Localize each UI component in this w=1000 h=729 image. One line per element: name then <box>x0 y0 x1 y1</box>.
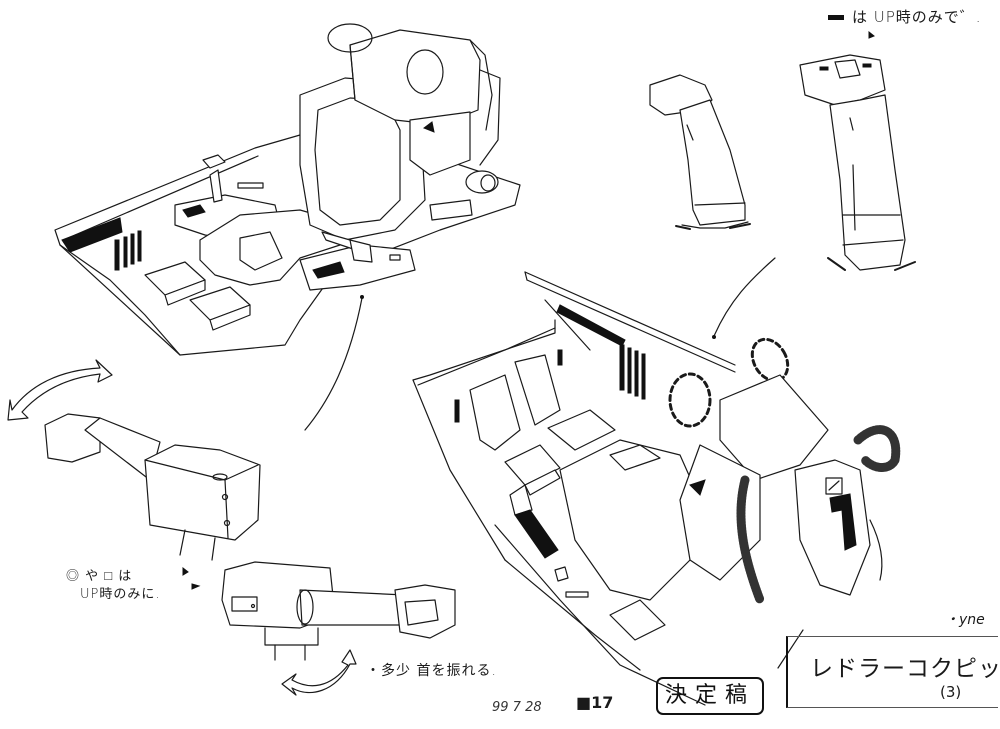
leader-dot-left <box>361 296 364 299</box>
cockpit-interior-center <box>413 272 896 705</box>
leader-dot-right <box>713 336 716 339</box>
sheet-title: レドラーコクピット <box>810 656 1000 682</box>
note-left-line1: ◎ や □ は <box>66 569 133 584</box>
note-up-only-top-text: は UP時のみで゛. <box>852 8 982 26</box>
pointer-triangle-left-1 <box>183 568 188 575</box>
note-left-line2: UP時のみに. <box>80 587 161 602</box>
pointer-triangle-top <box>869 32 874 38</box>
black-bar-icon <box>828 15 844 20</box>
final-draft-stamp: 決定稿 <box>656 677 764 715</box>
leader-arc-left <box>305 298 362 430</box>
cockpit-seat-upper-left <box>55 24 520 355</box>
note-up-only-top: は UP時のみで゛. <box>828 6 982 27</box>
pointer-triangle-left-2 <box>192 584 199 589</box>
page-number: ■17 <box>576 693 614 712</box>
sheet-subtitle: (3) <box>940 683 962 701</box>
artist-signature: ・yne <box>945 612 985 628</box>
arm-unit-swivel <box>222 562 455 695</box>
control-stick-side <box>650 75 750 229</box>
note-up-only-left: ◎ や □ は UP時のみに. <box>66 568 161 604</box>
arm-unit-rotating <box>8 360 260 560</box>
date-stamp: 99 7 28 <box>492 700 542 715</box>
control-stick-front <box>800 55 915 270</box>
leader-arc-right <box>714 258 775 336</box>
swivel-arrow-icon <box>282 650 356 695</box>
rotate-arrow-icon <box>8 360 112 420</box>
page-number-value: 17 <box>591 693 614 712</box>
note-neck-swivel: ・多少 首を振れる. <box>366 663 497 679</box>
title-box <box>786 636 998 708</box>
